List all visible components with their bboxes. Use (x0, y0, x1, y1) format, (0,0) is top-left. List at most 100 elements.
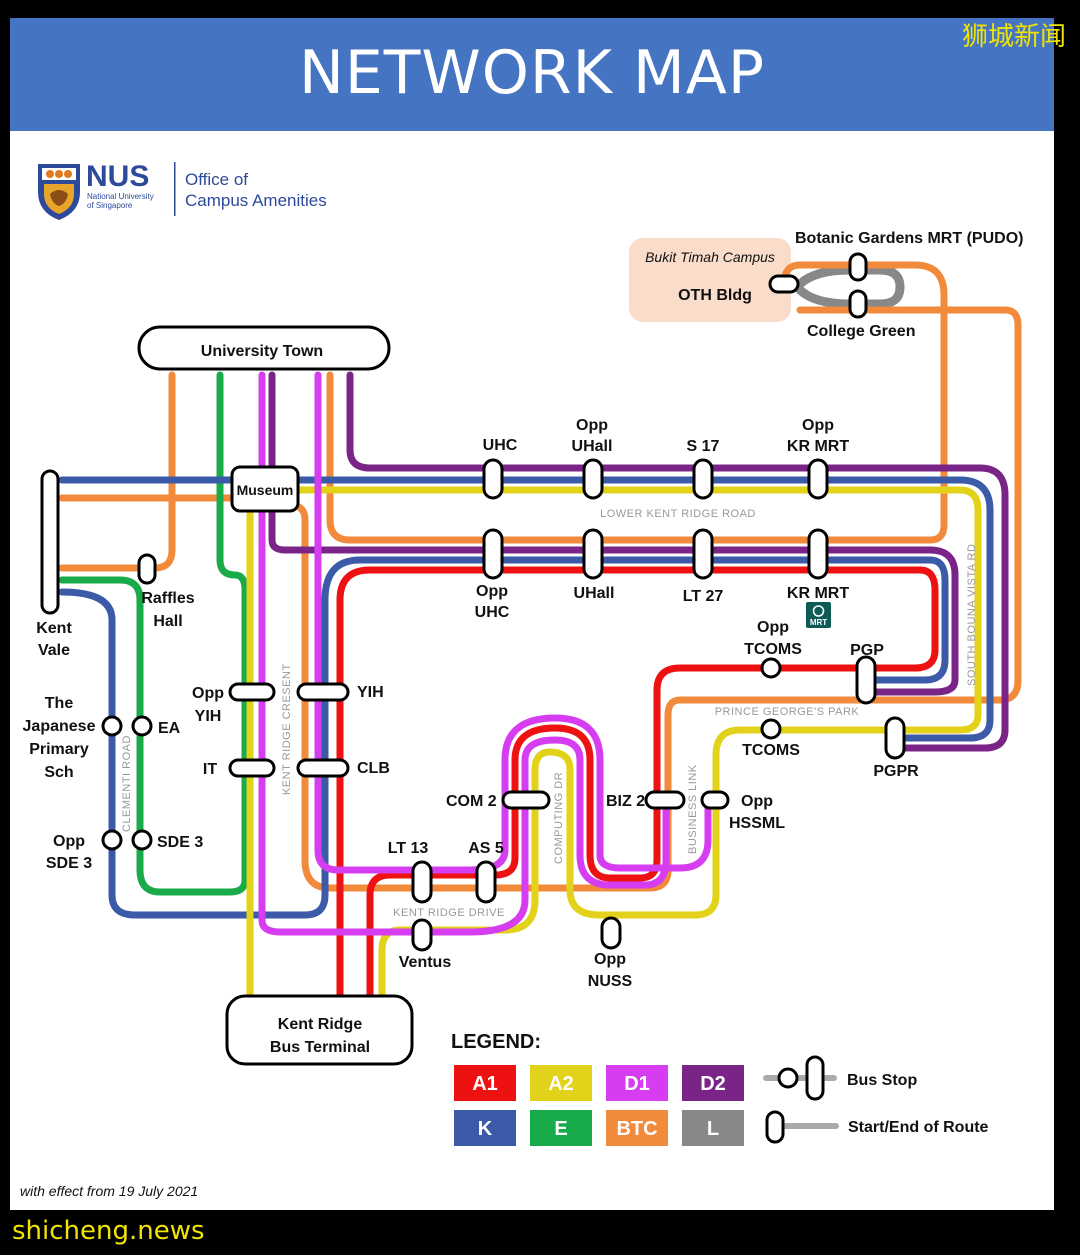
label-s17: S 17 (687, 438, 720, 455)
legend-swatch-label-d1: D1 (624, 1073, 650, 1095)
stop-tcoms[interactable] (760, 718, 782, 740)
route-k[interactable] (58, 476, 994, 919)
stop-opp-tcoms[interactable] (760, 657, 782, 679)
stop-uhall[interactable] (582, 528, 604, 580)
label-botanic: Botanic Gardens MRT (PUDO) (795, 230, 1023, 247)
legend-bus-stop-pill-icon (805, 1055, 825, 1101)
stop-clb[interactable] (296, 758, 350, 778)
stop-opp-yih[interactable] (228, 682, 276, 702)
route-a1[interactable] (336, 566, 939, 1009)
stop-opp-uhall[interactable] (582, 458, 604, 500)
route-btc-main[interactable] (58, 261, 948, 544)
label-biz2: BIZ 2 (606, 793, 645, 810)
legend-swatch-l (682, 1110, 744, 1146)
stop-opp-nuss[interactable] (600, 916, 622, 950)
stop-s17[interactable] (692, 458, 714, 500)
road-clementi: CLEMENTI ROAD (121, 735, 133, 832)
stop-raffles-hall[interactable] (137, 553, 157, 585)
terminal-museum[interactable] (230, 465, 300, 513)
label-ventus: Ventus (399, 954, 452, 971)
stop-pgpr[interactable] (884, 716, 906, 760)
legend-swatch-label-k: K (478, 1118, 493, 1140)
label-com2: COM 2 (446, 793, 497, 810)
legend-swatch-label-e: E (554, 1118, 567, 1140)
route-l[interactable] (779, 265, 905, 309)
label-opp-krmrt-2: KR MRT (787, 438, 849, 455)
label-lt27: LT 27 (683, 588, 724, 605)
legend-bus-stop-label: Bus Stop (847, 1072, 917, 1089)
legend-swatch-label-a2: A2 (548, 1073, 574, 1095)
legend-start-end: Start/End of Route (765, 1110, 989, 1144)
label-yih: YIH (357, 684, 384, 701)
stop-ea[interactable] (131, 715, 153, 737)
route-btc[interactable] (58, 371, 176, 572)
route-d2[interactable] (268, 371, 1009, 752)
stop-opp-hssml[interactable] (700, 790, 730, 810)
road-prince-georges-park: PRINCE GEORGE'S PARK (715, 706, 860, 718)
label-raffles-2: Hall (153, 613, 182, 630)
legend-swatch-e (530, 1110, 592, 1146)
label-tcoms: TCOMS (742, 742, 800, 759)
label-opp-sde3-2: SDE 3 (46, 855, 92, 872)
label-opp-hssml-1: Opp (741, 793, 773, 810)
road-south-buona-vista: SOUTH BOUNA VISTA RD (966, 544, 978, 686)
watermark-bottom: shicheng.news (12, 1216, 205, 1246)
legend-swatch-d1 (606, 1065, 668, 1101)
stop-ventus[interactable] (411, 918, 433, 952)
terminal-university-town[interactable] (137, 325, 391, 371)
stop-lt27[interactable] (692, 528, 714, 580)
label-krbt-2: Bus Terminal (270, 1039, 370, 1056)
label-uhall: UHall (574, 585, 615, 602)
route-e[interactable] (58, 371, 249, 896)
label-college-green: College Green (807, 323, 915, 340)
title-banner (10, 18, 1054, 131)
stop-college-green[interactable] (848, 289, 868, 319)
road-kent-ridge-drive: KENT RIDGE DRIVE (393, 907, 505, 919)
logo-office-1: Office of (185, 170, 248, 189)
road-kent-ridge-crescent: KENT RIDGE CRESENT (281, 663, 293, 795)
stop-sde3[interactable] (131, 829, 153, 851)
stop-it[interactable] (228, 758, 276, 778)
label-bukit-timah-campus: Bukit Timah Campus (645, 249, 775, 265)
route-btc-east[interactable] (236, 306, 1022, 892)
label-opp-nuss-1: Opp (594, 951, 626, 968)
label-opp-yih-1: Opp (192, 685, 224, 702)
stop-lt13[interactable] (411, 860, 433, 904)
label-opp-uhall-2: UHall (572, 438, 613, 455)
stop-kr-mrt[interactable] (807, 528, 829, 580)
terminal-kent-vale[interactable] (40, 469, 60, 615)
nus-logo: NUS National University of Singapore Off… (38, 160, 327, 220)
legend-start-end-label: Start/End of Route (848, 1119, 989, 1136)
stop-oth-bldg[interactable] (768, 274, 800, 294)
route-d1[interactable] (258, 371, 712, 936)
label-opp-uhc-1: Opp (476, 583, 508, 600)
label-lt13: LT 13 (388, 840, 429, 857)
label-kr-mrt: KR MRT (787, 585, 849, 602)
label-opp-tcoms-2: TCOMS (744, 641, 802, 658)
label-pgp: PGP (850, 642, 884, 659)
stop-pgp[interactable] (855, 655, 877, 705)
label-kent-vale-2: Vale (38, 642, 70, 659)
label-opp-krmrt-1: Opp (802, 417, 834, 434)
stop-opp-sde3[interactable] (101, 829, 123, 851)
label-opp-hssml-2: HSSML (729, 815, 785, 832)
stop-as5[interactable] (475, 860, 497, 904)
mrt-train-icon (812, 605, 825, 617)
road-computing-dr: COMPUTING DR (553, 772, 565, 864)
stop-yih[interactable] (296, 682, 350, 702)
stop-uhc[interactable] (482, 458, 504, 500)
stop-botanic-gardens[interactable] (848, 252, 868, 282)
stop-opp-kr-mrt[interactable] (807, 458, 829, 500)
stop-biz2[interactable] (644, 790, 686, 810)
bukit-timah-campus-area (629, 238, 791, 322)
stop-com2[interactable] (501, 790, 551, 810)
stop-jap-primary-school[interactable] (101, 715, 123, 737)
stop-opp-uhc[interactable] (482, 528, 504, 580)
nus-crest-icon (38, 164, 80, 220)
label-oth-bldg: OTH Bldg (678, 287, 752, 304)
route-a2[interactable] (236, 486, 982, 1009)
legend-swatch-a1 (454, 1065, 516, 1101)
label-uhc: UHC (483, 437, 518, 454)
terminal-kent-ridge-bus-terminal[interactable] (225, 994, 414, 1066)
